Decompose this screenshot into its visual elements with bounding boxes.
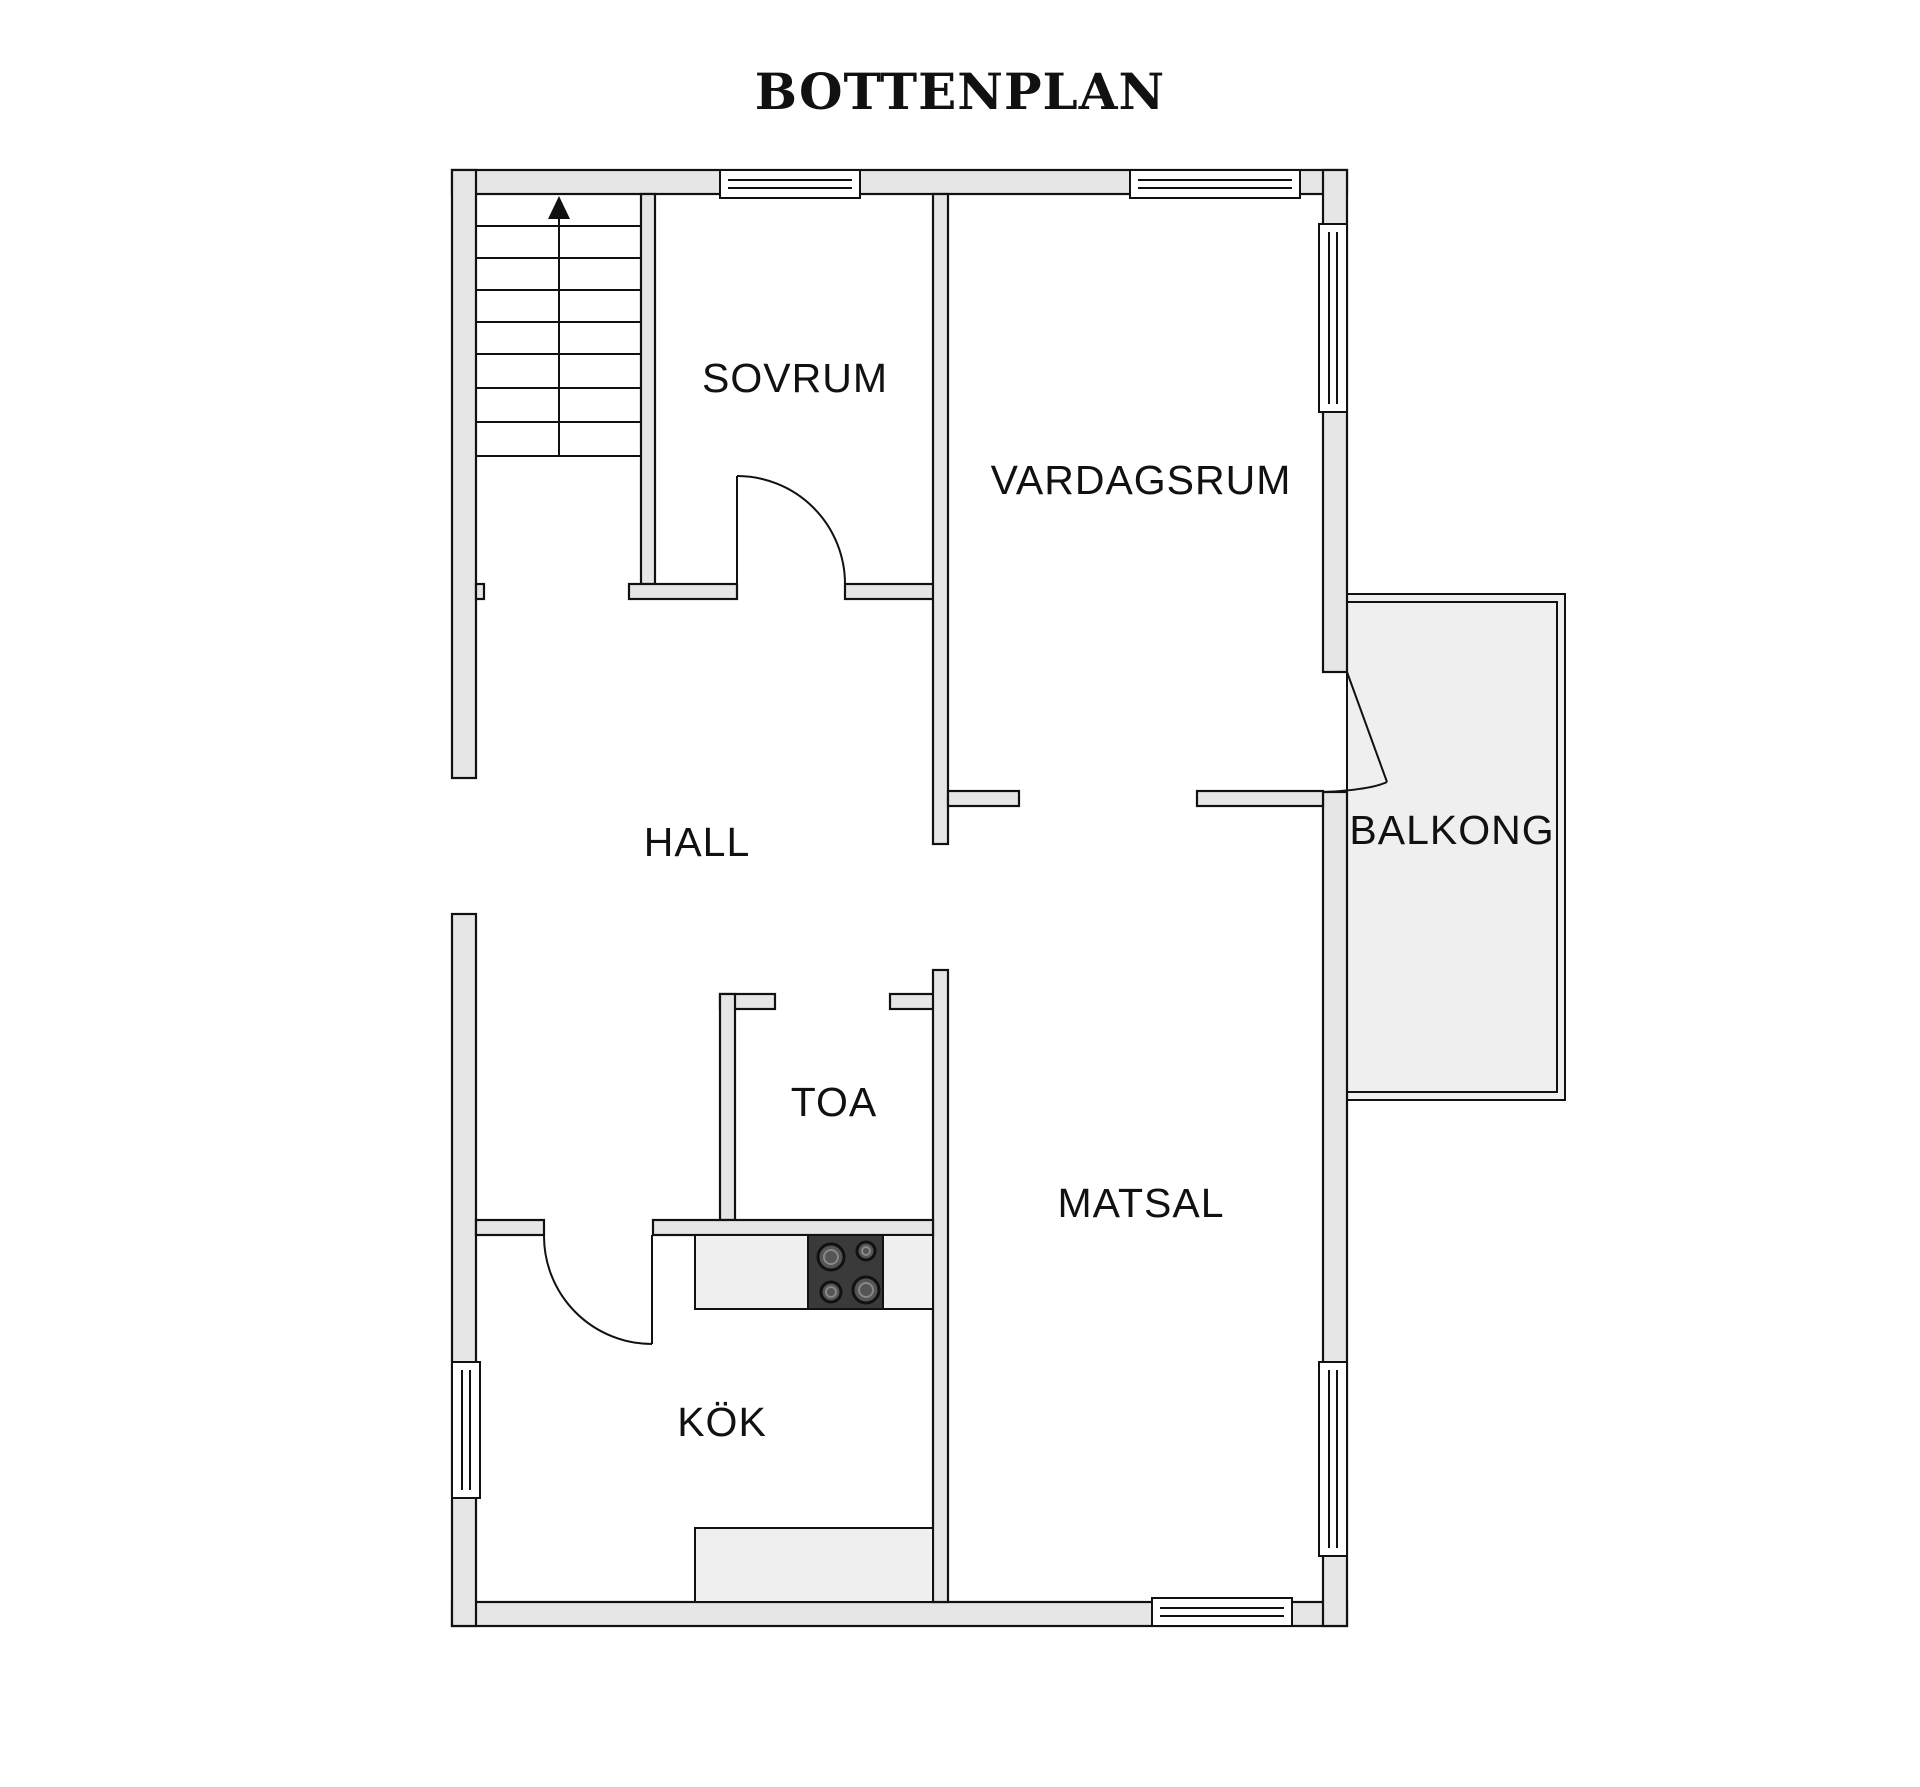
- room-label-hall: HALL: [644, 819, 751, 865]
- room-label-matsal: MATSAL: [1058, 1180, 1225, 1226]
- kitchen-fixtures: [694, 1234, 934, 1603]
- doors: [542, 475, 1388, 1345]
- door-kok: [542, 1234, 653, 1345]
- window-matsal-bottom: [1151, 1597, 1293, 1627]
- room-label-balkong: BALKONG: [1349, 807, 1554, 853]
- window-vardagsrum-right: [1318, 223, 1348, 413]
- windows: [451, 169, 1348, 1627]
- room-label-sovrum: SOVRUM: [702, 355, 888, 401]
- room-label-kok: KÖK: [677, 1399, 767, 1445]
- stove-icon: [807, 1234, 884, 1310]
- window-vardagsrum-top: [1129, 169, 1301, 199]
- room-label-toa: TOA: [791, 1079, 878, 1125]
- room-label-vardagsrum: VARDAGSRUM: [991, 457, 1292, 503]
- balcony: [1346, 593, 1566, 1101]
- door-sovrum: [736, 475, 846, 585]
- interior-walls: [474, 192, 1325, 1604]
- window-matsal-right: [1318, 1361, 1348, 1557]
- window-kok-left: [451, 1361, 481, 1499]
- window-sovrum-top: [719, 169, 861, 199]
- floor-plan-title: BOTTENPLAN: [754, 62, 1166, 121]
- door-balkong: [1322, 671, 1388, 793]
- kitchen-counter-bottom: [694, 1527, 934, 1603]
- stair-direction-arrow: [548, 196, 570, 219]
- staircase: [475, 193, 642, 457]
